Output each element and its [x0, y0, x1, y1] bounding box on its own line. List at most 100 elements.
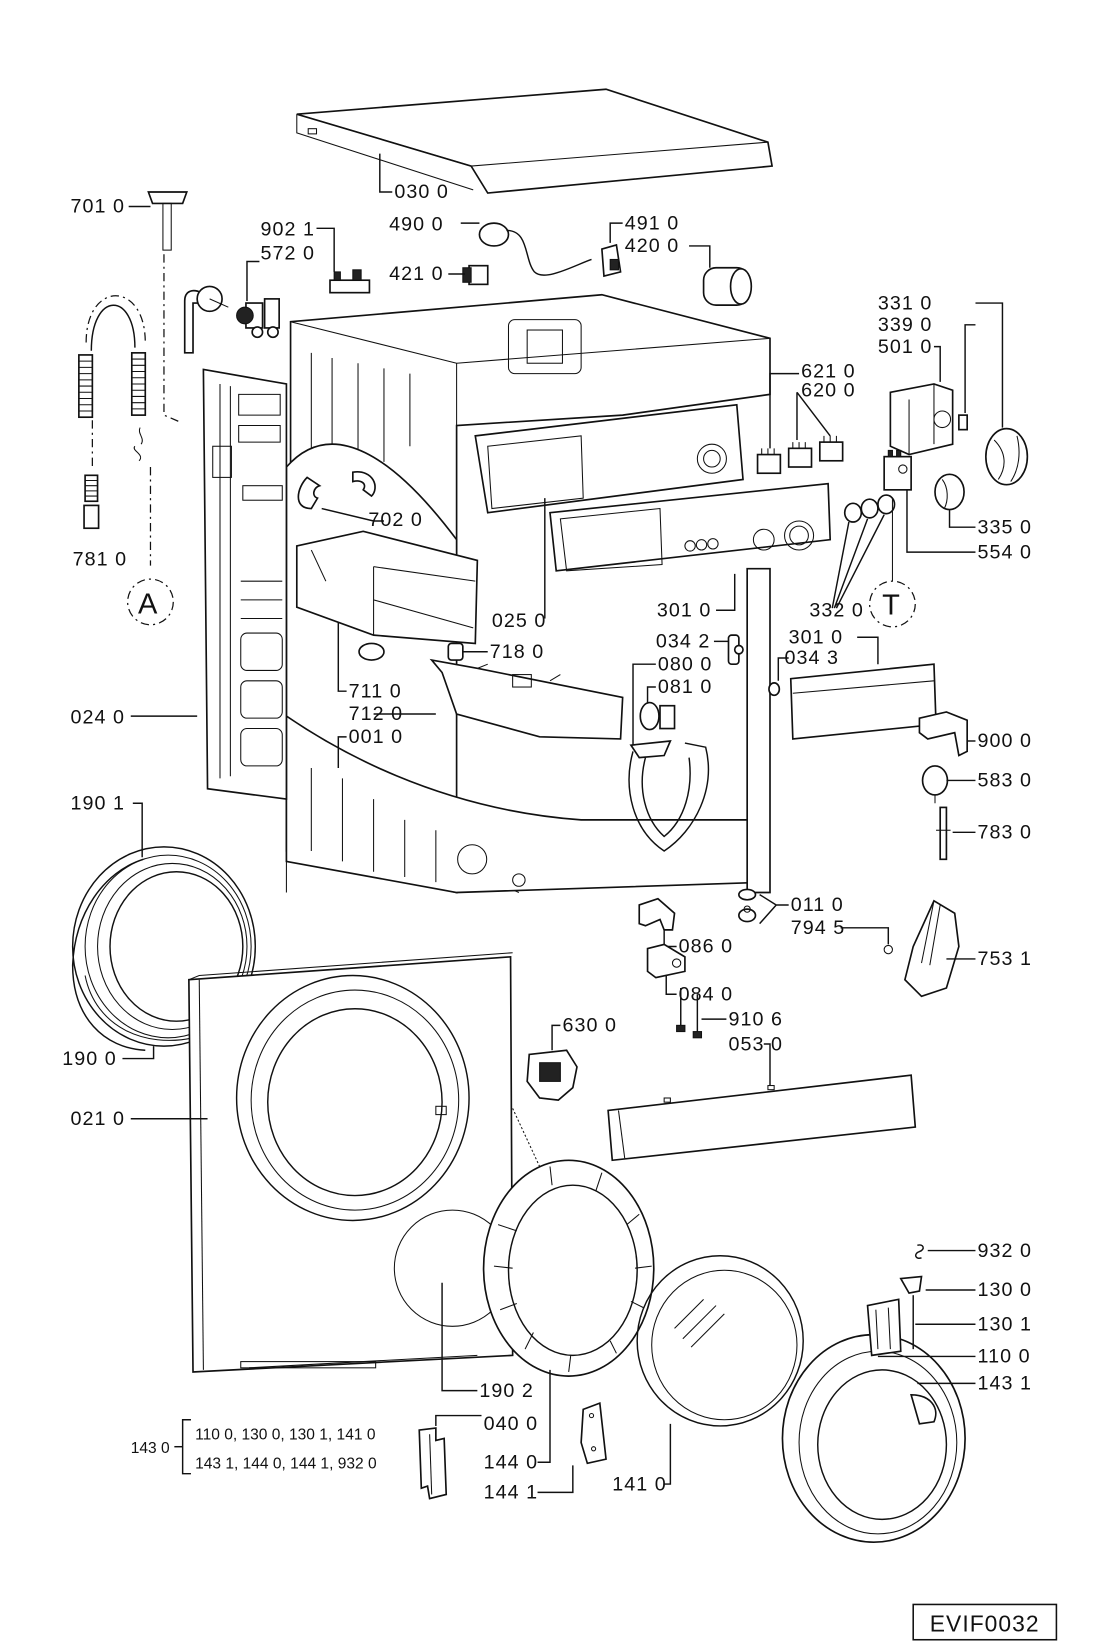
- part-label-081-0: 081 0: [658, 676, 712, 698]
- part-label-794-5: 794 5: [791, 917, 845, 939]
- leader-line: [663, 929, 677, 948]
- part-label-034-3: 034 3: [785, 647, 839, 669]
- programmer-knob-part: [985, 427, 1029, 486]
- part-label-781-0: 781 0: [73, 549, 127, 571]
- door-inner-ring-part: [393, 1159, 655, 1377]
- cable-clamp-part: [601, 243, 622, 278]
- part-label-900-0: 900 0: [978, 730, 1032, 752]
- part-label-335-0: 335 0: [978, 516, 1032, 538]
- part-label-630-0: 630 0: [562, 1015, 616, 1037]
- hose-coils-left: [78, 352, 147, 419]
- part-label-902-1: 902 1: [260, 219, 314, 241]
- part-label-034-2: 034 2: [656, 631, 710, 653]
- mains-cable-part: [478, 222, 592, 276]
- leader-line: [132, 802, 143, 858]
- callout-a: A: [127, 578, 174, 626]
- leader-line: [551, 1024, 561, 1051]
- leader-line: [316, 227, 335, 272]
- selector-switch-part: [883, 449, 912, 491]
- part-label-053-0: 053 0: [728, 1033, 782, 1055]
- control-panel-frame-part: [474, 403, 744, 514]
- indicator-lens-part: [768, 682, 781, 697]
- handle-lever-part: [899, 1275, 923, 1295]
- front-panel-part: [188, 952, 514, 1373]
- part-label-086-0: 086 0: [679, 936, 733, 958]
- part-label-331-0: 331 0: [878, 292, 932, 314]
- leader-line: [796, 391, 831, 441]
- leader-line: [933, 345, 941, 382]
- part-label-190-1: 190 1: [71, 792, 125, 814]
- elbow-connector-part: [183, 285, 229, 354]
- leader-line: [769, 372, 800, 449]
- handle-spring-part: [914, 1244, 924, 1259]
- part-label-144-1: 144 1: [484, 1482, 538, 1504]
- kickstrip-part: [607, 1074, 917, 1162]
- part-label-421-0: 421 0: [389, 263, 443, 285]
- pressure-switch-bracket-part: [918, 711, 968, 757]
- leader-line: [948, 509, 976, 528]
- callout-t: T: [869, 498, 916, 628]
- leader-line: [906, 489, 976, 553]
- part-label-932-0: 932 0: [978, 1240, 1032, 1262]
- feet-part: [738, 888, 757, 923]
- selector-knob-part: [934, 473, 965, 511]
- hinge-cover-part: [638, 897, 676, 931]
- pump-part: [903, 899, 960, 998]
- door-hinge-part: [418, 1427, 448, 1500]
- leader-line: [964, 324, 976, 414]
- leader-line: [441, 1282, 478, 1392]
- leader-line: [379, 153, 393, 193]
- leader-line: [246, 260, 260, 301]
- part-label-702-0: 702 0: [368, 509, 422, 531]
- leader-line: [665, 975, 677, 995]
- part-label-718-0: 718 0: [490, 641, 544, 663]
- leader-line: [763, 1043, 771, 1086]
- push-buttons-part: [843, 494, 896, 523]
- capacitor-part: [702, 266, 753, 306]
- leader-line: [975, 302, 1004, 428]
- hinge-part: [646, 943, 686, 979]
- part-label-711-0: 711 0: [349, 680, 402, 702]
- leader-line: [716, 573, 736, 611]
- part-label-339-0: 339 0: [878, 314, 932, 336]
- kit-contents-line-1: 110 0, 130 0, 130 1, 141 0: [195, 1426, 376, 1443]
- part-label-001-0: 001 0: [349, 726, 403, 748]
- suppressor-part: [329, 269, 371, 294]
- part-label-572-0: 572 0: [260, 242, 314, 264]
- door-glass-part: [636, 1255, 804, 1427]
- programmer-timer-part: [889, 383, 954, 456]
- switches-part: [756, 435, 844, 475]
- door-switch-part: [639, 701, 676, 731]
- svg-text:A: A: [138, 588, 158, 620]
- part-label-141-0: 141 0: [612, 1473, 666, 1495]
- part-label-783-0: 783 0: [978, 822, 1032, 844]
- part-label-021-0: 021 0: [71, 1108, 125, 1130]
- softener-cap-part: [447, 642, 464, 661]
- leader-line: [537, 1465, 574, 1494]
- internal-hoses-part: [297, 471, 376, 510]
- leader-line: [689, 245, 711, 268]
- leader-line: [337, 736, 347, 768]
- part-label-910-6: 910 6: [728, 1008, 782, 1030]
- svg-text:T: T: [882, 589, 900, 621]
- leader-line: [840, 927, 890, 945]
- leader-line: [759, 893, 789, 925]
- leader-line: [632, 663, 656, 748]
- part-label-080-0: 080 0: [658, 653, 712, 675]
- door-lock-light-part: [727, 634, 744, 666]
- hinge-plate-part: [580, 1401, 607, 1465]
- part-label-130-0: 130 0: [978, 1279, 1032, 1301]
- part-label-130-1: 130 1: [978, 1313, 1032, 1335]
- dispenser-housing-part: [429, 658, 624, 740]
- door-spring-part: [512, 1108, 541, 1167]
- inlet-hose-part: [78, 191, 188, 566]
- kit-label: 143 0: [131, 1440, 170, 1457]
- filter-part: [462, 264, 489, 286]
- part-label-501-0: 501 0: [878, 336, 932, 358]
- leader-line: [537, 1369, 551, 1463]
- part-label-701-0: 701 0: [71, 196, 125, 218]
- leader-line: [122, 1046, 155, 1060]
- door-kit-legend: 143 0 110 0, 130 0, 130 1, 141 0 143 1, …: [131, 1418, 377, 1475]
- part-label-420-0: 420 0: [625, 235, 679, 257]
